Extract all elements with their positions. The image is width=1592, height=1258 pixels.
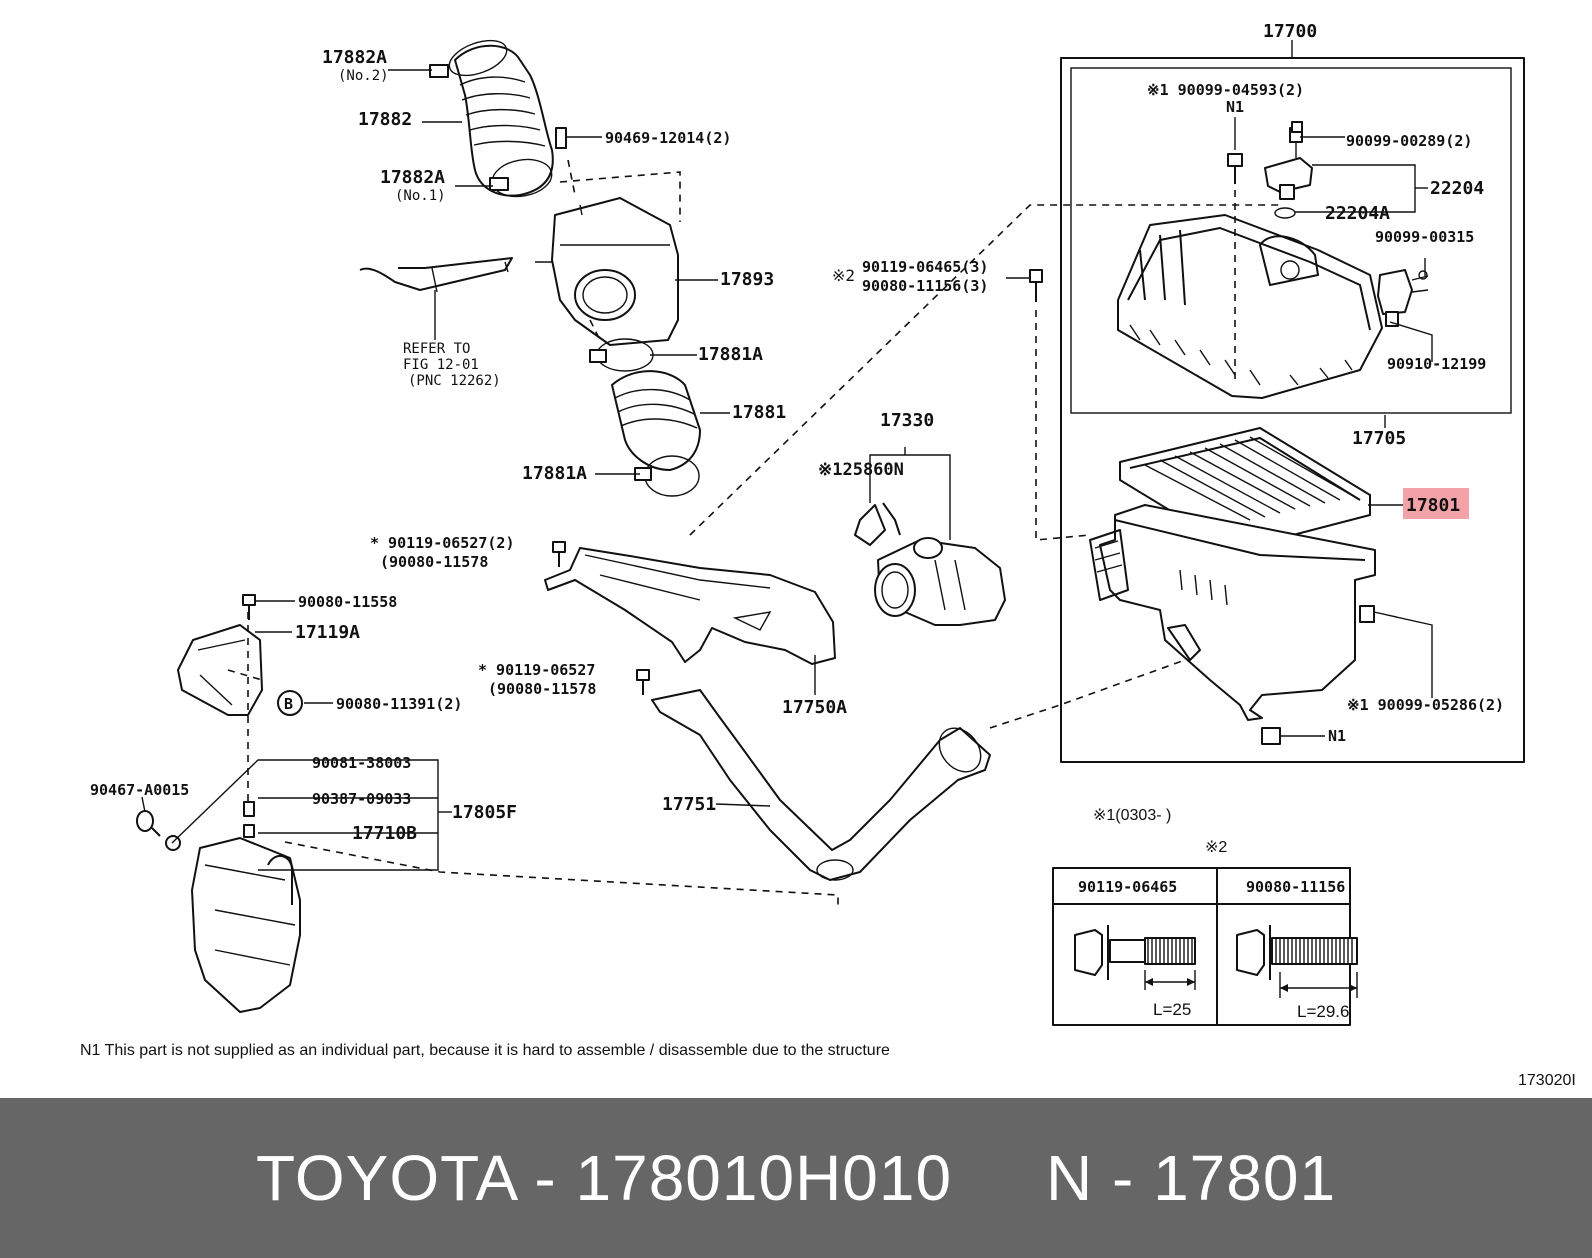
- note-mark-2: ※2: [1205, 839, 1227, 856]
- label-125860N: ※125860N: [818, 460, 904, 480]
- length-label-1: L=25: [1153, 1000, 1191, 1019]
- label-22204A: 22204A: [1325, 203, 1390, 224]
- label-90469-12014: 90469-12014(2): [605, 129, 731, 147]
- label-90080-11156: 90080-11156(3): [862, 277, 988, 295]
- dashed-guides: [227, 159, 1280, 905]
- label-mark-2: ※2: [832, 266, 855, 285]
- footnote-n1: N1 This part is not supplied as an indiv…: [80, 1042, 890, 1059]
- air-filter-element: [1119, 427, 1371, 551]
- part-number-text: TOYOTA - 178010H010 N - 17801: [255, 1142, 1337, 1214]
- resonator-17893: [535, 127, 679, 346]
- label-90099-05286: ※1 90099-05286(2): [1347, 696, 1504, 714]
- parts-diagram: 17882A (No.2) 17882 17882A (No.1) 90469-…: [80, 21, 1576, 1089]
- table-header-2: 90080-11156: [1246, 878, 1345, 896]
- label-90080-11391: 90080-11391(2): [336, 695, 462, 713]
- label-90099-00289: 90099-00289(2): [1346, 132, 1472, 150]
- label-90080-11558: 90080-11558: [298, 593, 397, 611]
- label-90387-09033: 90387-09033: [312, 790, 411, 808]
- label-90080-11578-a: (90080-11578: [380, 553, 488, 571]
- label-refer-3: (PNC 12262): [408, 373, 501, 389]
- label-n1-top: N1: [1226, 98, 1244, 116]
- label-90119-06465: 90119-06465(3): [862, 258, 988, 276]
- intake-hose-17882: [429, 39, 554, 198]
- part-number-banner: TOYOTA - 178010H010 N - 17801: [0, 1098, 1592, 1258]
- table-header-1: 90119-06465: [1078, 878, 1177, 896]
- label-17330: 17330: [880, 410, 934, 431]
- label-90080-11578-b: (90080-11578: [488, 680, 596, 698]
- label-no1: (No.1): [395, 188, 446, 204]
- label-no2: (No.2): [338, 68, 389, 84]
- label-17750A: 17750A: [782, 697, 847, 718]
- label-90467-A0015: 90467-A0015: [90, 781, 189, 799]
- bolts: [552, 121, 1303, 695]
- label-90910-12199: 90910-12199: [1387, 355, 1486, 373]
- label-17881: 17881: [732, 402, 786, 423]
- vsv-90910-12199: [1377, 269, 1429, 327]
- label-17801: 17801: [1406, 495, 1460, 516]
- bolt-90099-04593: [1227, 117, 1243, 380]
- label-17881A-top: 17881A: [698, 344, 763, 365]
- label-17119A: 17119A: [295, 622, 360, 643]
- air-cleaner-cap: [1117, 214, 1383, 399]
- label-17710B: 17710B: [352, 823, 417, 844]
- b-mark-circle: [277, 690, 303, 716]
- leader-lines: [141, 69, 1433, 871]
- bracket-17119A: [177, 594, 263, 716]
- label-17882: 17882: [358, 109, 412, 130]
- label-17882A-no2: 17882A: [322, 47, 387, 68]
- mass-airflow-meter: [854, 502, 1006, 626]
- label-17893: 17893: [720, 269, 774, 290]
- label-17751: 17751: [662, 794, 716, 815]
- label-17881A-bottom: 17881A: [522, 463, 587, 484]
- label-n1-bottom: N1: [1328, 727, 1346, 745]
- label-90119-06527-b: * 90119-06527: [478, 661, 595, 679]
- label-90099-00315: 90099-00315: [1375, 228, 1474, 246]
- label-17805F: 17805F: [452, 802, 517, 823]
- label-refer-1: REFER TO: [403, 341, 470, 357]
- label-22204: 22204: [1430, 178, 1484, 199]
- label-90119-06527-a: * 90119-06527(2): [370, 534, 515, 552]
- clip-parts: [136, 801, 255, 851]
- resonator-tank: [191, 837, 301, 1013]
- label-90081-38003: 90081-38003: [312, 754, 411, 772]
- label-17700: 17700: [1263, 21, 1317, 42]
- length-label-2: L=29.6: [1297, 1002, 1349, 1021]
- air-duct-17750A: [544, 547, 836, 665]
- label-refer-2: FIG 12-01: [403, 357, 479, 373]
- note-mark-1: ※1(0303- ): [1093, 807, 1171, 824]
- intake-hose-17881: [589, 338, 701, 497]
- label-90099-04593: ※1 90099-04593(2): [1147, 81, 1304, 99]
- air-cleaner-case: [1089, 504, 1376, 745]
- breather-hose: [359, 257, 513, 293]
- label-b-mark: B: [284, 695, 293, 713]
- part-highlight: [1403, 488, 1469, 519]
- figure-code: 173020I: [1518, 1072, 1576, 1089]
- label-17882A-no1: 17882A: [380, 167, 445, 188]
- label-17705: 17705: [1352, 428, 1406, 449]
- bolt-length-table: [1052, 867, 1358, 1026]
- air-hose-17751: [651, 689, 991, 881]
- cap-subassembly-frame: [1070, 67, 1512, 414]
